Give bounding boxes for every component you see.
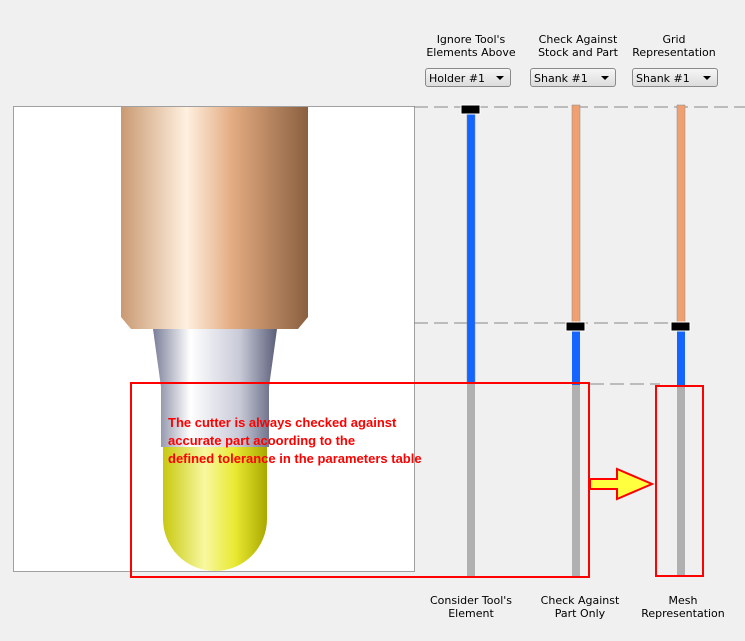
annotation-box [130, 382, 590, 578]
label-text: Grid Representation [632, 33, 716, 59]
slider-check-stock-part [565, 104, 586, 576]
slider-handle[interactable] [670, 321, 691, 332]
label-text: Check Against Part Only [540, 594, 620, 620]
check-stock-part-dropdown[interactable]: Shank #1 [530, 68, 616, 87]
tool-drawing [121, 107, 308, 571]
ignore-above-dropdown[interactable]: Holder #1 [425, 68, 511, 87]
grid-dropdown[interactable]: Shank #1 [632, 68, 718, 87]
tool-preview [13, 106, 415, 572]
note-line: defined tolerance in the parameters tabl… [168, 451, 422, 466]
slider-grid [670, 104, 691, 576]
shank [153, 329, 277, 447]
annotation-box-mesh [655, 385, 704, 577]
dropdown-value: Shank #1 [534, 72, 588, 85]
cutter [163, 447, 267, 571]
label-grid: Grid Representation [614, 33, 734, 59]
note-line: accurate part acoording to the [168, 433, 356, 448]
label-mesh: Mesh Representation [623, 594, 743, 620]
chevron-down-icon [601, 76, 609, 80]
note-line: The cutter is always checked against [168, 415, 397, 430]
arrow-icon [589, 467, 655, 501]
slider-ignore-above [460, 104, 481, 576]
label-text: Ignore Tool's Elements Above [426, 33, 516, 59]
label-check-part-only: Check Against Part Only [520, 594, 640, 620]
label-text: Mesh Representation [641, 594, 725, 620]
dropdown-value: Holder #1 [429, 72, 486, 85]
label-consider-tool: Consider Tool's Element [411, 594, 531, 620]
annotation-note: The cutter is always checked against acc… [168, 414, 422, 468]
slider-handle[interactable] [565, 321, 586, 332]
dropdown-value: Shank #1 [636, 72, 690, 85]
label-check-stock-part: Check Against Stock and Part [518, 33, 638, 59]
label-text: Check Against Stock and Part [538, 33, 618, 59]
holder [121, 107, 308, 329]
label-text: Consider Tool's Element [429, 594, 513, 620]
chevron-down-icon [703, 76, 711, 80]
slider-handle[interactable] [460, 104, 481, 115]
label-ignore-above: Ignore Tool's Elements Above [411, 33, 531, 59]
chevron-down-icon [496, 76, 504, 80]
